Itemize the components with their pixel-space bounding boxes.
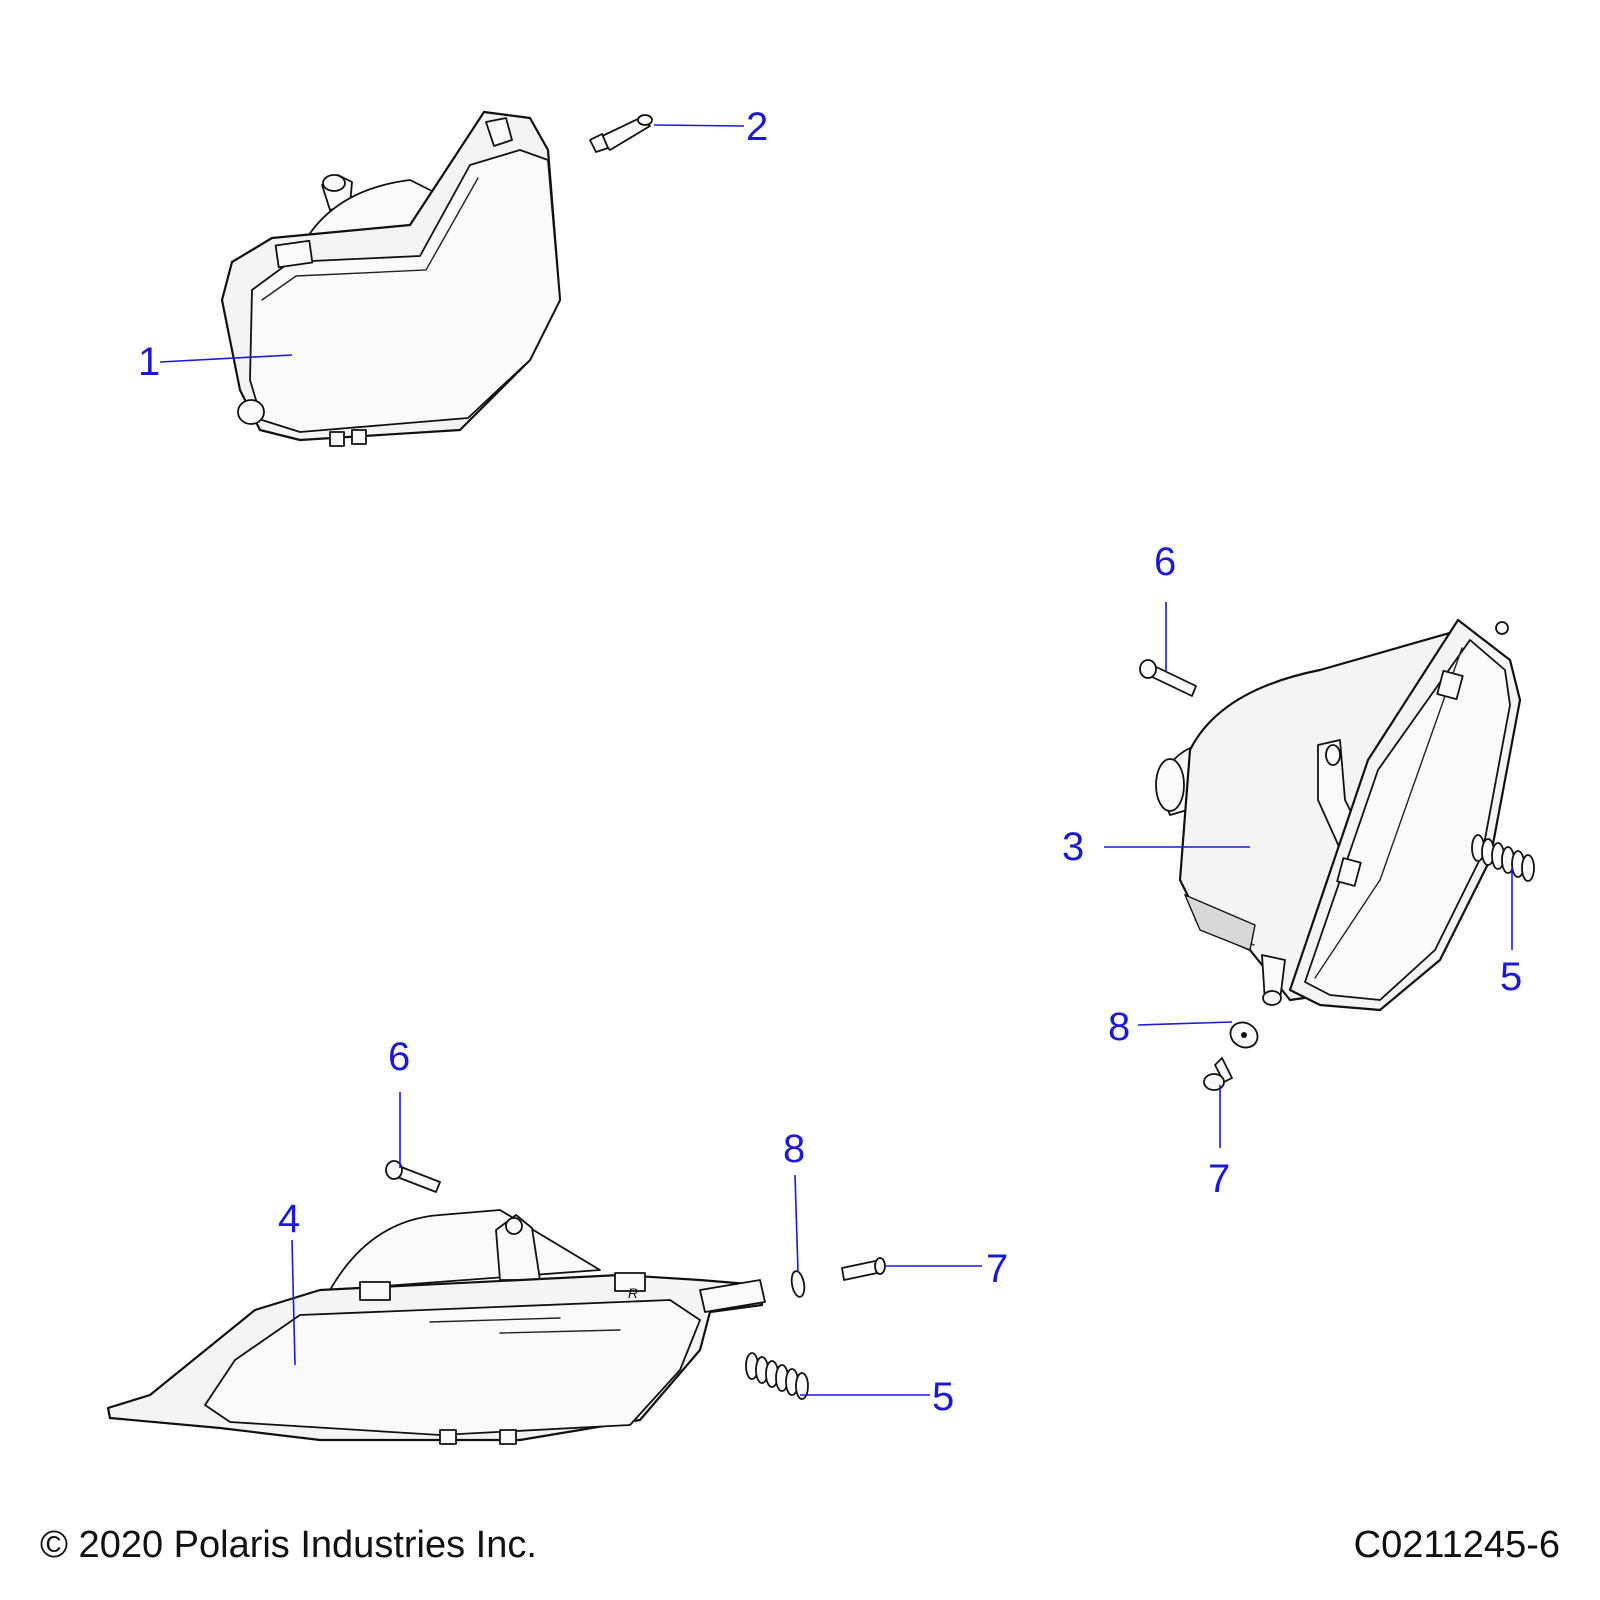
callout-5-bottom: 5 [932,1375,954,1419]
leader-lines [159,124,1513,1396]
headlight-housing-4: R [106,1209,766,1445]
headlight-housing-1 [220,110,562,447]
screw-6-right [1139,659,1197,697]
callout-8-right: 8 [1108,1005,1130,1049]
callout-7-right: 7 [1208,1157,1230,1201]
callout-3: 3 [1062,825,1084,869]
spring-5-right [1471,834,1535,882]
callout-5-right: 5 [1500,955,1522,999]
washer-8-right [1229,1021,1259,1049]
pin-2 [589,114,653,153]
diagram-code: C0211245-6 [1353,1524,1560,1566]
callout-6-right: 6 [1154,540,1176,584]
callout-1: 1 [138,340,160,384]
bolt-7-bottom [841,1257,886,1281]
callout-4: 4 [278,1197,300,1241]
callout-8-bottom: 8 [783,1127,805,1171]
screw-6-bottom [385,1160,441,1193]
callout-7-bottom: 7 [986,1247,1008,1291]
callout-6-bottom: 6 [388,1035,410,1079]
spring-5-bottom [745,1352,809,1400]
washer-8-bottom [790,1270,806,1298]
callout-2: 2 [746,105,768,149]
copyright-notice: © 2020 Polaris Industries Inc. [40,1524,537,1566]
bolt-7-right [1203,1057,1233,1091]
headlight-housing-3 [1155,618,1522,1012]
svg-text:R: R [628,1285,638,1301]
